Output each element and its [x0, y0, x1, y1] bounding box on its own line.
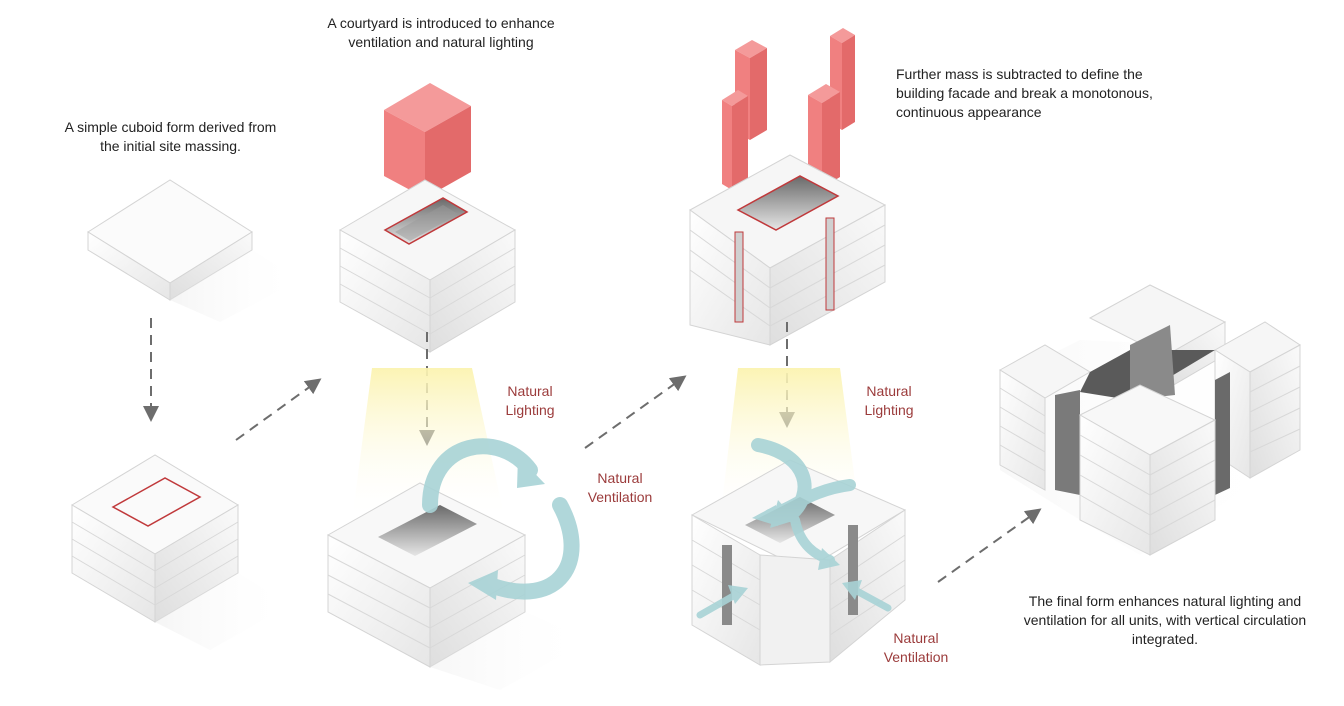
label-natural-lighting-2: Natural Lighting [864, 383, 914, 418]
caption-step3: Further mass is subtracted to define the… [896, 66, 1153, 120]
arrow-diagonal-1 [235, 378, 322, 441]
step3-upper-block [689, 154, 887, 346]
courtyard-outline [111, 477, 202, 527]
arrow-diagonal-2 [584, 375, 687, 449]
label-natural-lighting-1: Natural Lighting [505, 383, 555, 418]
step1-block [71, 454, 290, 650]
caption-step4: The final form enhances natural lighting… [1023, 593, 1307, 647]
caption-step2: A courtyard is introduced to enhance ven… [327, 15, 555, 50]
step3-removed-masses [722, 28, 855, 190]
caption-step1: A simple cuboid form derived from the in… [64, 119, 277, 154]
step2-removed-mass [384, 83, 471, 198]
label-natural-ventilation-1: Natural Ventilation [587, 470, 653, 505]
airflow-arrows-1 [422, 438, 580, 600]
step1-slab [87, 179, 300, 322]
step2-upper-block [338, 179, 517, 353]
step2-lower-block [326, 482, 590, 690]
arrow-diagonal-3 [937, 508, 1042, 583]
step4-final-form [999, 284, 1301, 556]
label-natural-ventilation-2: Natural Ventilation [883, 630, 949, 665]
airflow-arrows-2 [696, 438, 892, 619]
light-beam-1 [352, 368, 505, 520]
